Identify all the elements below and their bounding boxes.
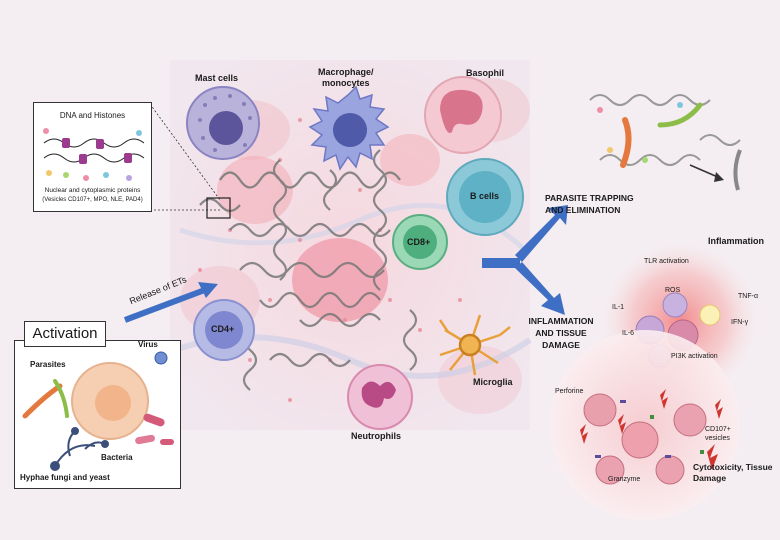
parasite-trapping-illustration [589,94,742,191]
damage-line2: AND TISSUE [535,328,587,338]
label-tlr: TLR activation [644,258,689,265]
label-granzyme: Granzyme [608,476,641,483]
bacteria-icon [135,413,174,445]
inflammation-title: Inflammation [708,236,765,246]
label-parasites: Parasites [30,360,66,369]
cytotox-line1: Cytotoxicity, Tissue [693,462,773,472]
cd8-t-cell [392,214,448,270]
label-cytotoxicity: Cytotoxicity, Tissue Damage [693,462,773,484]
basophil-cell [424,76,502,154]
label-b-cells: B cells [470,191,500,201]
damage-line3: DAMAGE [542,340,580,350]
label-mast-cells: Mast cells [195,73,239,83]
neutrophil-cell [347,364,413,430]
cd107-line2: vesicles [705,435,730,442]
zoom-box [206,197,231,219]
label-perforine: Perforine [555,388,584,395]
label-ros: ROS [665,287,681,294]
label-il6: IL-6 [622,330,635,337]
extracellular-trap-strands [199,149,418,391]
activation-title: Activation [32,325,98,342]
label-tnf: TNF-α [738,293,758,300]
parasite-icon [22,383,63,419]
cytotox-line2: Damage [693,473,727,483]
virus-icon [154,351,168,365]
damage-line1: INFLAMMATION [528,316,594,326]
label-fungi: Hyphae fungi and yeast [20,473,110,482]
label-cd8: CD8+ [407,237,431,247]
label-microglia: Microglia [473,377,513,387]
label-ifn: IFN-γ [731,319,749,326]
label-macrophage: Macrophage/ monocytes [318,67,374,89]
pathogen-illustrations [22,351,174,471]
label-parasite-trapping: PARASITE TRAPPING AND ELIMINATION [545,192,634,216]
label-macrophage-line2: monocytes [322,78,370,88]
label-pi3k: PI3K activation [671,353,718,360]
label-basophil: Basophil [466,68,505,78]
label-cd4: CD4+ [211,324,235,334]
central-red-cell [292,238,388,322]
cytotoxicity-panel [550,330,740,520]
microglia-cell [438,314,511,376]
label-bacteria: Bacteria [101,453,133,462]
macrophage-cell [308,85,390,171]
trapping-line2: AND ELIMINATION [545,205,621,215]
label-il1: IL-1 [612,304,625,311]
trapping-line1: PARASITE TRAPPING [545,193,634,203]
release-arrow [123,282,218,323]
label-inflammation-damage: INFLAMMATION AND TISSUE DAMAGE [522,315,600,351]
mast-cell [186,86,260,160]
activation-title-box: Activation [24,321,106,347]
histone-strands [43,128,145,181]
label-macrophage-line1: Macrophage/ [318,67,374,77]
inset-dna-label: DNA and Histones [59,111,126,120]
activation-panel: Parasites Virus Bacteria Hyphae fungi an… [14,340,181,489]
cytotoxicity-bolt-icon [707,444,718,470]
b-cell [446,158,524,236]
label-neutrophils: Neutrophils [351,431,402,441]
inset-proteins-detail: (Vesicles CD107+, MPO, NLE, PAD4) [42,197,143,203]
cd107-line1: CD107+ [705,426,731,433]
branching-arrow [482,205,568,315]
inset-proteins-label: Nuclear and cytoplasmic proteins [44,187,141,194]
fungi-icon [50,427,109,471]
label-cd107-vesicles: CD107+ vesicles [705,425,731,443]
cd4-t-cell [193,299,255,361]
dna-histones-inset: DNA and Histones Nuclear and cytoplasmic… [33,102,152,212]
label-virus: Virus [138,340,158,349]
